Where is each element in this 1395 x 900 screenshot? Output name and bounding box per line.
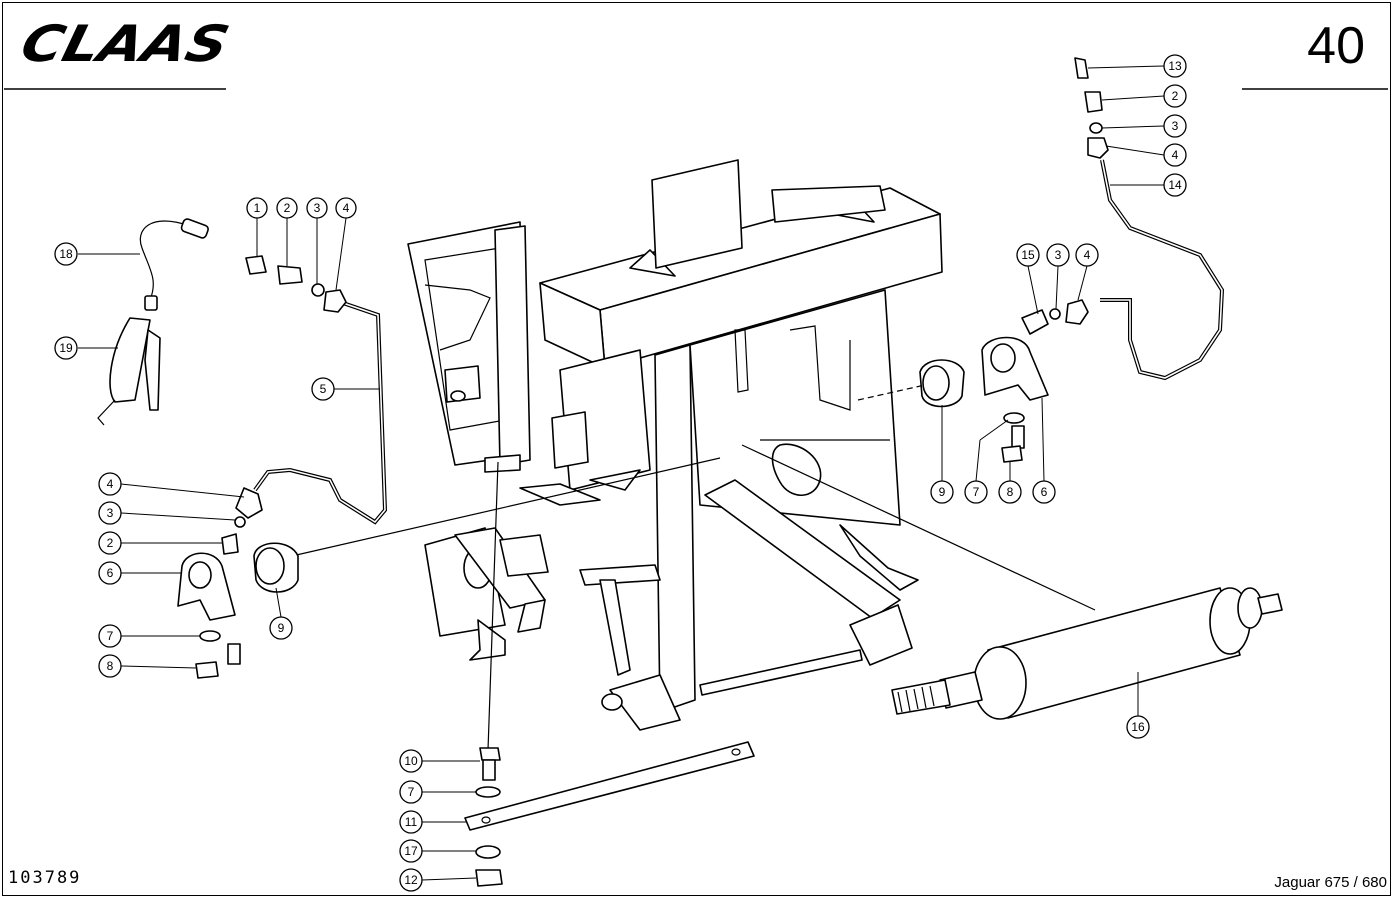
callout-14: 14 (1110, 173, 1187, 197)
svg-text:9: 9 (278, 621, 285, 635)
callouts: 18 19 1 2 3 4 5 4 3 2 6 7 8 9 13 2 3 4 1… (54, 54, 1187, 892)
svg-text:3: 3 (107, 506, 114, 520)
callout-2a: 2 (276, 197, 298, 266)
svg-text:10: 10 (404, 754, 418, 768)
svg-text:12: 12 (404, 873, 418, 887)
grease-gun (97, 218, 209, 426)
callout-8b: 8 (998, 462, 1022, 504)
drawing-number: 103789 (8, 868, 82, 888)
svg-text:5: 5 (320, 382, 327, 396)
callout-2c: 2 (1101, 84, 1187, 108)
callout-3d: 3 (1046, 243, 1070, 310)
svg-text:2: 2 (107, 536, 114, 550)
claas-logo: CLAAS (15, 15, 234, 68)
right-bearing-assembly (919, 299, 1089, 463)
svg-text:15: 15 (1021, 248, 1035, 262)
callout-10: 10 (399, 749, 480, 773)
callout-4a: 4 (335, 197, 357, 291)
svg-text:1: 1 (254, 201, 261, 215)
upper-left-fittings (245, 255, 347, 313)
svg-text:7: 7 (107, 629, 114, 643)
svg-text:2: 2 (1172, 89, 1179, 103)
model-label: Jaguar 675 / 680 (1274, 874, 1387, 891)
svg-text:4: 4 (1172, 148, 1179, 162)
callout-4d: 4 (1075, 243, 1099, 301)
svg-text:3: 3 (1172, 119, 1179, 133)
svg-text:3: 3 (1055, 248, 1062, 262)
svg-text:14: 14 (1168, 178, 1182, 192)
callout-9b: 9 (930, 405, 954, 504)
upper-right-fittings (1074, 57, 1109, 159)
callout-7a: 7 (98, 624, 200, 648)
svg-text:4: 4 (107, 477, 114, 491)
callout-17: 17 (399, 839, 476, 863)
roller (891, 587, 1283, 720)
svg-text:8: 8 (107, 659, 114, 673)
callout-5: 5 (311, 377, 380, 401)
callout-12: 12 (399, 868, 477, 892)
callout-3b: 3 (98, 501, 236, 525)
svg-text:17: 17 (404, 844, 418, 858)
svg-text:13: 13 (1168, 59, 1182, 73)
svg-text:4: 4 (343, 201, 350, 215)
main-frame (407, 159, 943, 731)
svg-text:8: 8 (1007, 485, 1014, 499)
svg-text:CLAAS: CLAAS (15, 15, 234, 68)
svg-text:19: 19 (59, 341, 73, 355)
svg-text:9: 9 (939, 485, 946, 499)
callout-3c: 3 (1101, 114, 1187, 138)
svg-text:18: 18 (59, 247, 73, 261)
svg-text:6: 6 (107, 566, 114, 580)
callout-2b: 2 (98, 531, 222, 555)
strap-assembly (464, 741, 755, 887)
callout-7b: 7 (964, 419, 1009, 504)
callout-4b: 4 (98, 472, 245, 498)
svg-text:16: 16 (1131, 720, 1145, 734)
callout-19: 19 (54, 336, 118, 360)
svg-text:6: 6 (1041, 485, 1048, 499)
callout-3a: 3 (306, 197, 328, 284)
svg-text:7: 7 (973, 485, 980, 499)
left-lube-line (253, 300, 388, 525)
svg-text:3: 3 (314, 201, 321, 215)
left-bearing-assembly (177, 487, 299, 679)
callout-11: 11 (399, 810, 466, 834)
callout-8a: 8 (98, 654, 197, 678)
callout-18: 18 (54, 242, 140, 266)
axis-lines (291, 384, 1096, 751)
svg-text:4: 4 (1084, 248, 1091, 262)
callout-7c: 7 (399, 780, 476, 804)
callout-15: 15 (1016, 243, 1040, 315)
svg-text:7: 7 (408, 785, 415, 799)
right-lube-line (1100, 159, 1225, 381)
page-number: 40 (1307, 17, 1365, 75)
callout-9a: 9 (269, 587, 293, 640)
svg-text:2: 2 (284, 201, 291, 215)
callout-13: 13 (1087, 54, 1187, 78)
callout-1: 1 (246, 197, 268, 256)
callout-6b: 6 (1032, 397, 1056, 504)
callout-6a: 6 (98, 561, 182, 585)
callout-4c: 4 (1105, 143, 1187, 167)
callout-16: 16 (1126, 672, 1150, 739)
svg-text:11: 11 (405, 815, 418, 829)
